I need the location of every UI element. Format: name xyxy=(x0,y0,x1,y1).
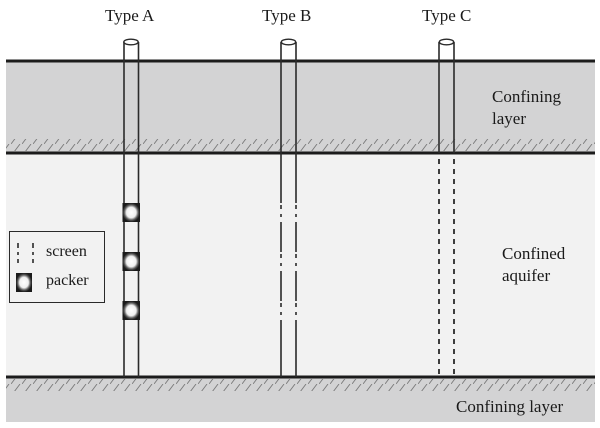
screen-interval xyxy=(280,254,297,266)
legend-screen-icon xyxy=(17,243,34,263)
bottom-layer-label: Confining layer xyxy=(456,397,564,416)
packer xyxy=(122,203,140,222)
screen-interval xyxy=(280,205,297,217)
well-cap xyxy=(280,38,297,46)
well-title-type-a: Type A xyxy=(105,6,155,25)
well-cap xyxy=(438,38,455,46)
top-confining-layer xyxy=(6,61,595,153)
well-type-b xyxy=(280,38,297,377)
screen-interval xyxy=(280,303,297,315)
legend-screen-label: screen xyxy=(46,243,87,260)
packer xyxy=(122,301,140,320)
bottom-confining-hatch xyxy=(6,379,595,391)
top-layer-label: Confining layer xyxy=(492,87,561,129)
top-confining-hatch xyxy=(6,139,595,151)
legend xyxy=(9,231,105,303)
packer xyxy=(122,252,140,271)
aquifer-label-line1: Confined xyxy=(502,244,566,263)
legend-packer-icon xyxy=(16,273,32,292)
well-type-a xyxy=(122,38,140,377)
well-cap xyxy=(123,38,139,46)
well-type-c xyxy=(438,38,455,375)
legend-packer-label: packer xyxy=(46,272,89,289)
aquifer-label: Confined aquifer xyxy=(502,244,565,286)
top-layer-label-line2: layer xyxy=(492,109,526,128)
aquifer-label-line2: aquifer xyxy=(502,266,551,285)
top-layer-label-line1: Confining xyxy=(492,87,561,106)
well-title-type-b: Type B xyxy=(262,6,312,25)
well-title-type-c: Type C xyxy=(422,6,472,25)
